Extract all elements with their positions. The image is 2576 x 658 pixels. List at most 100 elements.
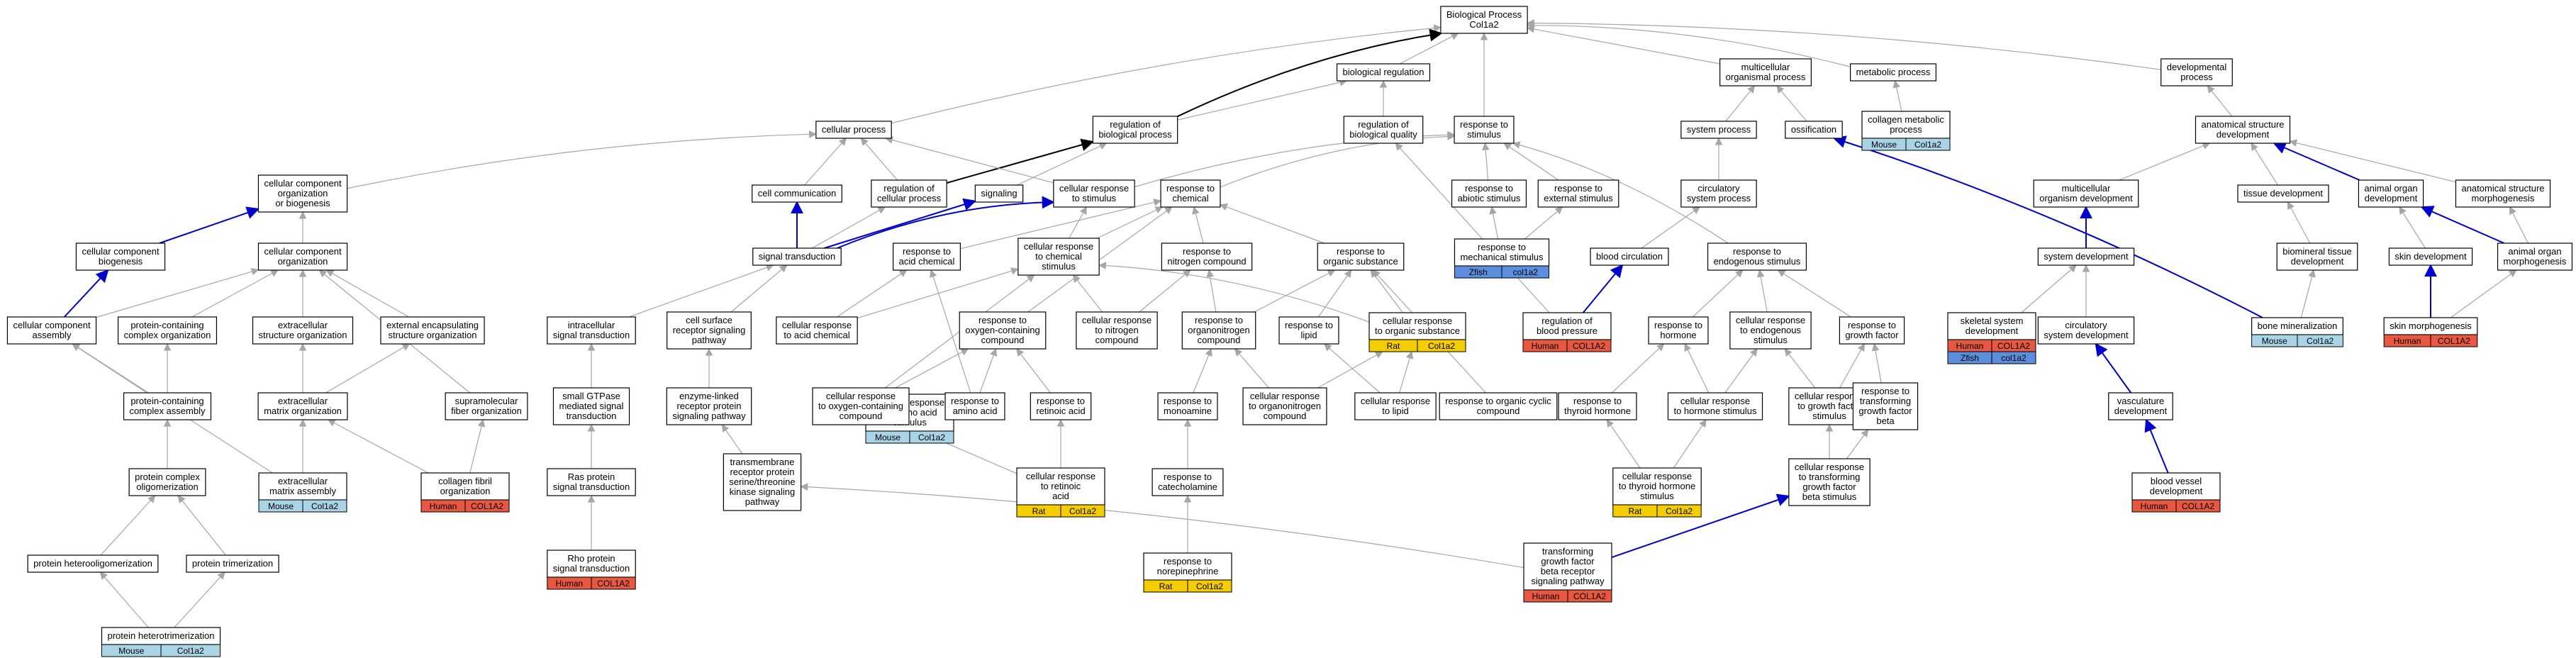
go-term-node[interactable]: cell communication xyxy=(752,184,842,203)
go-term-node[interactable]: skin development xyxy=(2388,247,2473,266)
go-term-node[interactable]: protein trimerization xyxy=(186,554,279,573)
go-term-node[interactable]: tissue development xyxy=(2237,184,2329,203)
node-label-line: abiotic stimulus xyxy=(1458,193,1521,203)
node-label-line: Col1a2 xyxy=(1469,19,1498,30)
node-label-line: to retinoic xyxy=(1041,481,1081,491)
go-term-node[interactable]: system development xyxy=(2037,247,2135,266)
gene-label: col1a2 xyxy=(2001,353,2026,363)
go-term-node[interactable]: cellular process xyxy=(815,121,892,139)
go-term-node[interactable]: signaling xyxy=(974,184,1024,203)
go-term-node[interactable]: biological regulation xyxy=(1336,63,1431,82)
go-term-node[interactable]: blood circulation xyxy=(1590,247,1669,266)
go-term-node[interactable]: protein heterooligomerization xyxy=(27,554,159,573)
go-term-node[interactable]: ossification xyxy=(1785,121,1843,139)
node-label-line: cellular response xyxy=(782,320,852,330)
go-term-node[interactable]: signal transduction xyxy=(752,247,842,266)
go-term-node[interactable]: metabolic process xyxy=(1850,63,1936,82)
node-box xyxy=(257,242,348,271)
go-term-node[interactable]: system process xyxy=(1680,121,1757,139)
node-label-line: protein heterooligomerization xyxy=(33,558,152,569)
edge-is-a xyxy=(800,483,1524,569)
